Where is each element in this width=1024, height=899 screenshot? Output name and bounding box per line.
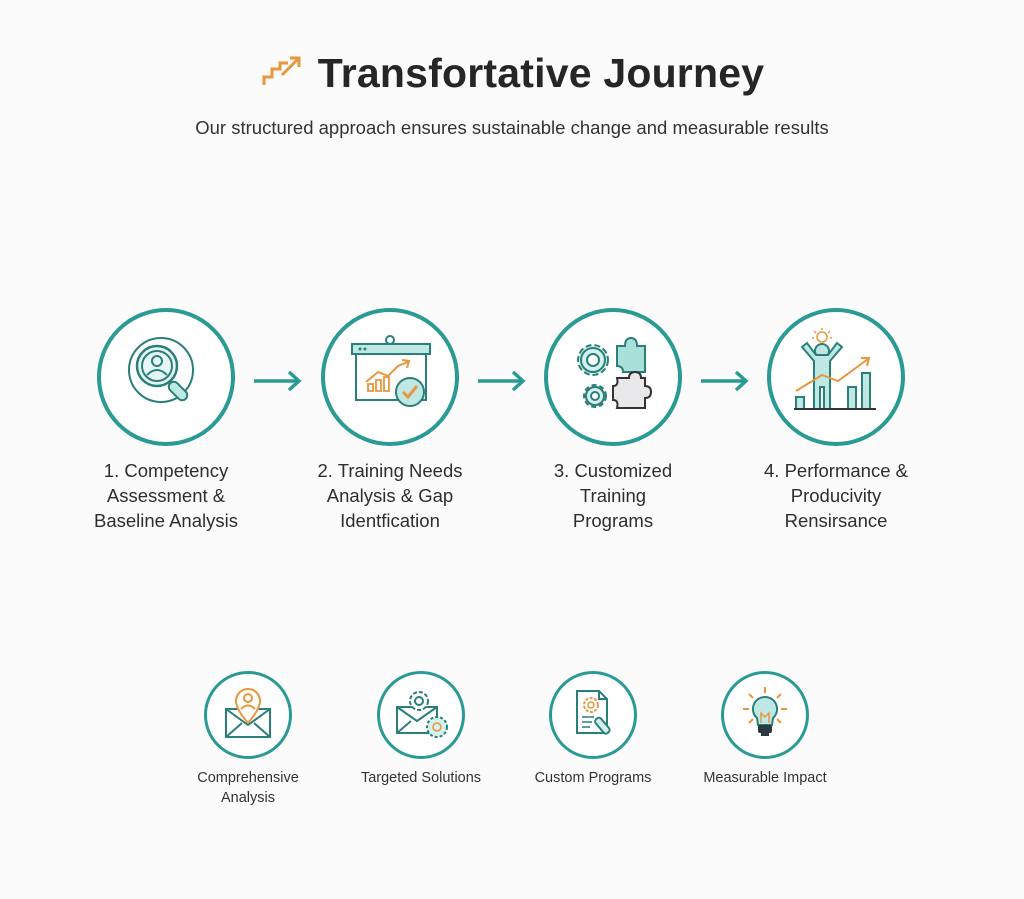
step-4-circle [767,308,905,446]
step-3-circle [544,308,682,446]
envelope-location-icon [220,687,276,744]
arrow-right-icon [252,369,304,398]
benefit-2-circle [377,671,465,759]
step-1-label: 1. Competency Assessment & Baseline Anal… [94,460,238,531]
step-2-circle [321,308,459,446]
trending-up-stairs-icon [260,53,304,94]
person-growth-chart-icon [788,327,884,428]
benefit-2-label: Targeted Solutions [360,770,482,786]
benefit-4-circle [721,671,809,759]
chart-board-check-icon [342,330,438,425]
person-search-icon [121,330,211,425]
benefit-1-label: Comprehensive Analysis [197,770,299,806]
lightbulb-icon [737,685,793,746]
benefit-4-label: Measurable Impact [703,770,827,786]
step-1-circle [97,308,235,446]
arrow-right-icon [699,369,751,398]
step-2-label: 2. Training Needs Analysis & Gap Identfi… [317,460,463,531]
arrow-right-icon [476,369,528,398]
benefit-1-circle [204,671,292,759]
page-subtitle: Our structured approach ensures sustaina… [195,117,829,138]
document-gear-icon [567,687,619,744]
envelope-gear-icon [393,687,449,744]
benefit-3-label: Custom Programs [534,770,652,786]
benefit-3-circle [549,671,637,759]
step-3-label: 3. Customized Training Programs [553,460,673,531]
header: Transfortative Journey [0,50,1024,97]
page-title: Transfortative Journey [317,50,765,96]
step-4-label: 4. Performance & Producivity Rensirsance [764,460,908,531]
gears-puzzle-icon [565,330,661,425]
